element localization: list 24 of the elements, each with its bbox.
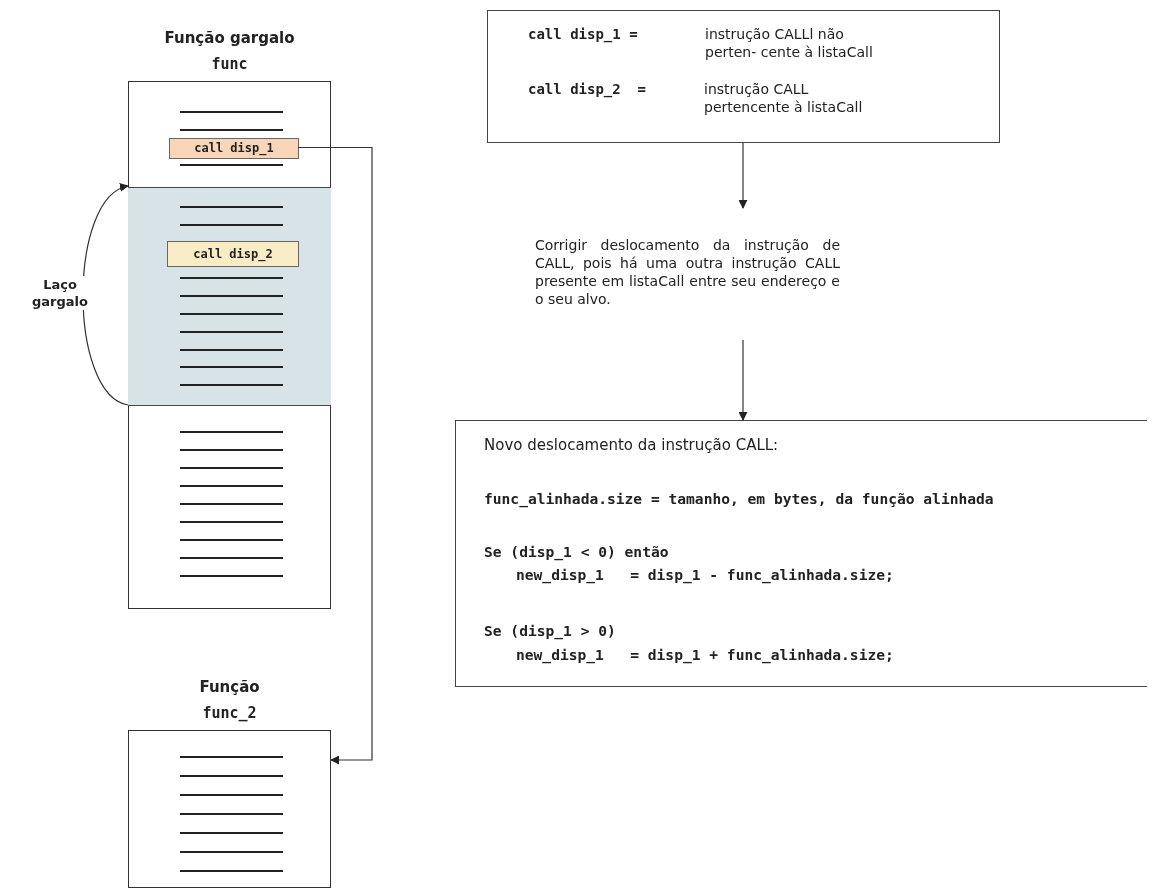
- arrow: [738, 339, 748, 421]
- formula-box: [455, 420, 1147, 687]
- code-line: new_disp_1 = disp_1 - func_alinhada.size;: [516, 565, 894, 585]
- code-line: Se (disp_1 < 0) então: [484, 542, 669, 562]
- description-text: Corrigir deslocamento da instrução de CALL, pois há uma outra instrução CALL presente em listaCall entre seu endereço e o seu alvo.: [535, 236, 840, 318]
- code-term: call disp_1 =: [528, 25, 638, 43]
- function-name: func: [211, 55, 248, 73]
- code-line: Se (disp_1 > 0): [484, 621, 616, 641]
- code-term: call disp_2 =: [528, 80, 646, 98]
- loop-region: [128, 187, 331, 406]
- formula-heading: Novo deslocamento da instrução CALL:: [484, 435, 779, 455]
- definition-text: instrução CALLl não perten- cente à listaCall: [705, 25, 874, 61]
- arrow: [82, 185, 129, 406]
- instruction-box: call disp_2: [167, 241, 299, 267]
- function-name: func_2: [202, 704, 257, 722]
- function-heading: Função: [199, 678, 260, 696]
- code-line: new_disp_1 = disp_1 + func_alinhada.size;: [516, 645, 894, 665]
- arrow: [297, 146, 373, 765]
- arrow: [738, 142, 748, 209]
- definition-box: [487, 10, 1000, 143]
- instruction-box: call disp_1: [169, 138, 299, 159]
- code-line: func_alinhada.size = tamanho, em bytes, da função alinhada: [484, 489, 994, 509]
- function-heading: Função gargalo: [164, 29, 295, 47]
- definition-text: instrução CALL pertencente à listaCall: [704, 80, 864, 116]
